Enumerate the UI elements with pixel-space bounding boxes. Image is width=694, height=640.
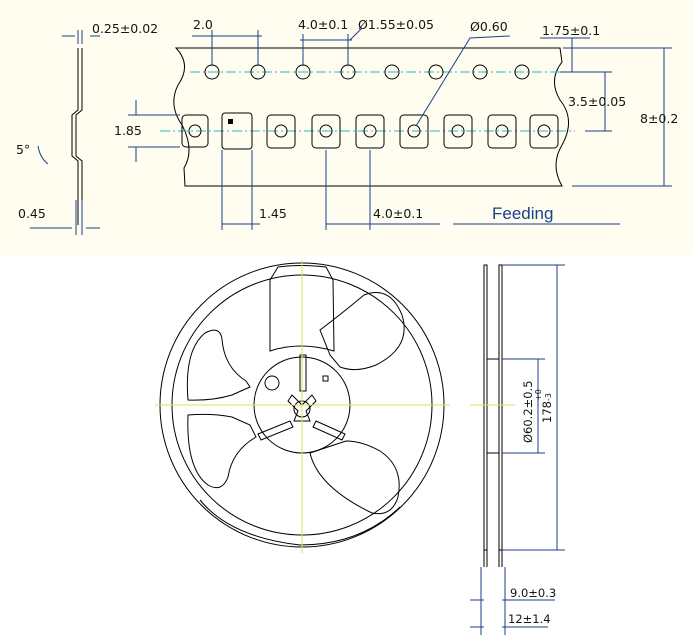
tape-width-label: 8±0.2: [640, 111, 678, 126]
reel-diameter-label: 178: [540, 401, 554, 423]
pitch-p0-label: 4.0±0.1: [298, 17, 348, 32]
component-pockets: [181, 112, 559, 150]
reel-hub-slot-right: [312, 420, 346, 441]
pitch-p2-label: 2.0: [193, 17, 213, 32]
feeding-direction-label: Feeding: [492, 204, 553, 223]
pitch-p1-label: 4.0±0.1: [373, 206, 423, 221]
reel-front-view: [155, 260, 450, 553]
tape-body: [160, 47, 575, 187]
reel-window-upper-right: [319, 292, 405, 371]
thickness-label: 0.25±0.02: [92, 21, 158, 36]
reel-window-lower-right: [309, 440, 400, 515]
reel-hub-center: [287, 394, 317, 422]
reel-labels: Ø60.2±0.5 178 +0 -3 9.0±0.3 12±1.4: [508, 380, 556, 626]
tape-labels: 0.25±0.02 2.0 4.0±0.1 Ø1.55±0.05 Ø0.60 1…: [16, 17, 678, 223]
edge-distance-label: 1.75±0.1: [542, 23, 600, 38]
reel-window-lower-left: [187, 413, 257, 489]
pocket-depth-label: 0.45: [18, 206, 46, 221]
reel-hub-slot-top: [299, 354, 307, 392]
reel-inner-width-label: 9.0±0.3: [510, 586, 556, 600]
reel-hub-hole: [264, 375, 280, 391]
angle-label: 5°: [16, 142, 30, 157]
pocket-a0-label: 1.45: [259, 206, 287, 221]
sprocket-hole-diameter-label: Ø1.55±0.05: [358, 17, 434, 32]
reel-flange-right: [498, 264, 503, 551]
pocket-b0-label: 1.85: [114, 123, 142, 138]
reel-hub-slot-left: [257, 420, 294, 441]
reel-drawing: Ø60.2±0.5 178 +0 -3 9.0±0.3 12±1.4: [0, 255, 694, 640]
reel-window-upper-left: [186, 329, 251, 401]
reel-side-view: [470, 264, 565, 635]
reel-diameter-tol-plus: +0: [534, 389, 543, 401]
reel-hub-square: [322, 375, 329, 382]
hub-diameter-label: Ø60.2±0.5: [521, 380, 535, 443]
tape-dimension-lines: [128, 27, 672, 230]
reel-flange-left: [483, 264, 488, 551]
pocket-hole-diameter-label: Ø0.60: [470, 19, 508, 34]
f-pitch-label: 3.5±0.05: [568, 94, 626, 109]
carrier-tape-drawing: 0.25±0.02 2.0 4.0±0.1 Ø1.55±0.05 Ø0.60 1…: [0, 0, 694, 255]
reel-svg: Ø60.2±0.5 178 +0 -3 9.0±0.3 12±1.4: [155, 260, 565, 635]
carrier-tape-svg: 0.25±0.02 2.0 4.0±0.1 Ø1.55±0.05 Ø0.60 1…: [16, 17, 678, 235]
reel-outer-width-label: 12±1.4: [508, 612, 551, 626]
tape-side-profile: [30, 30, 100, 235]
reel-diameter-tol-minus: -3: [544, 393, 553, 401]
